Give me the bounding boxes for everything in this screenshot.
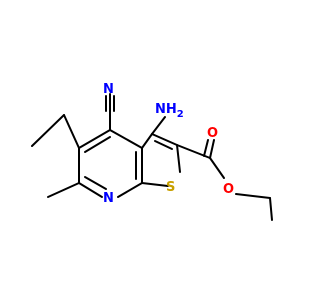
bond-c7a-n7 (117, 182, 143, 198)
bond-carbonyl-c-o-ester (209, 157, 225, 179)
bond-c5-c4-double (84, 136, 111, 153)
thiophene-ring (141, 133, 181, 187)
bond-c5-ch2 (63, 114, 80, 149)
atom-label-s-ring: S (166, 180, 175, 195)
bond-ch2-ch3-ester (269, 197, 273, 221)
bond-carbonyl-double-1 (209, 139, 215, 159)
bond-ch2-ch3 (31, 114, 65, 147)
bond-c4a-c3 (141, 133, 153, 149)
atom-label-o-carbonyl: O (207, 126, 218, 141)
bond-c5-c4 (78, 129, 111, 149)
atom-label-n-ring: N (103, 191, 114, 206)
atom-label-o-ester: O (223, 182, 234, 197)
molecule-structure-svg: N NH2 O O N S (31, 82, 273, 221)
bond-s1-c7a (141, 182, 169, 187)
bond-c3-n-amino (151, 116, 166, 135)
bond-c6-methyl (47, 182, 80, 198)
bond-c3-c2-double (154, 140, 173, 150)
atom-label-amino: NH2 (155, 102, 184, 120)
bond-carbonyl-double-2 (203, 139, 209, 157)
bond-n7-c6 (78, 182, 103, 198)
bond-c4-c4a (109, 129, 143, 149)
nitrile-group (105, 93, 115, 131)
ester-group (176, 139, 273, 221)
pyridine-ring (78, 129, 143, 198)
bond-c3-c2 (151, 133, 178, 146)
molecule-diagram: N NH2 O O N S (31, 82, 273, 221)
bond-o-ester-ch2 (235, 193, 271, 199)
bond-c2-s1 (176, 144, 181, 173)
bond-n7-c6-double (84, 176, 107, 190)
atom-label-n-cyano: N (103, 82, 114, 97)
